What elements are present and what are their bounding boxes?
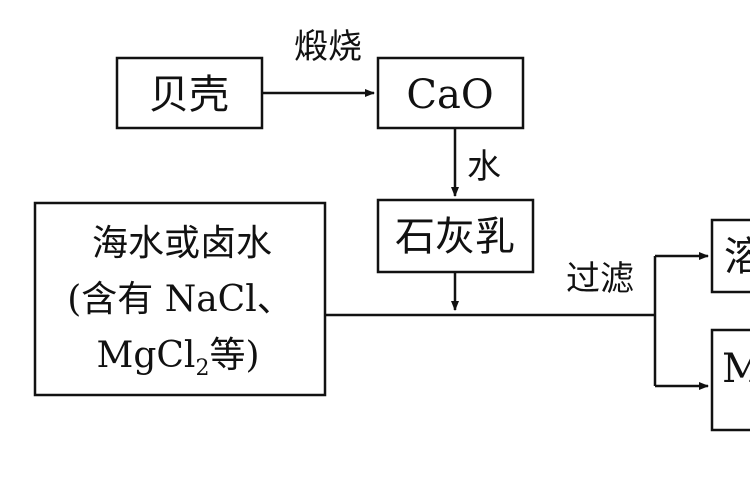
lime-milk-label: 石灰乳 <box>395 214 515 260</box>
shell-label: 贝壳 <box>149 72 229 118</box>
shell-box <box>115 56 264 130</box>
mg-box <box>710 328 750 432</box>
seawater-line1: 海水或卤水 <box>92 223 272 264</box>
solution-label: 溶 <box>724 234 750 280</box>
solution-box <box>710 218 750 294</box>
mg-node: M <box>710 328 750 432</box>
mgcl-text: MgCl <box>96 335 195 376</box>
shell-node: 贝壳 <box>115 56 264 130</box>
cao-box <box>376 56 525 130</box>
seawater-line3-rest: 等) <box>209 335 259 376</box>
mg-label: M <box>722 346 750 392</box>
solution-node: 溶 <box>710 218 750 294</box>
mgcl-subscript: 2 <box>195 356 209 381</box>
cao-label: CaO <box>406 72 493 118</box>
seawater-line3: MgCl2等) <box>96 335 259 381</box>
calcine-label: 煅烧 <box>294 27 362 67</box>
seawater-box <box>33 201 327 397</box>
lime-milk-node: 石灰乳 <box>376 198 535 274</box>
seawater-node: 海水或卤水 (含有 NaCl、 MgCl2等) <box>33 201 327 397</box>
filter-label: 过滤 <box>566 259 634 299</box>
water-label: 水 <box>467 147 501 187</box>
lime-milk-box <box>376 198 535 274</box>
seawater-line2: (含有 NaCl、 <box>67 279 293 320</box>
cao-node: CaO <box>376 56 525 130</box>
